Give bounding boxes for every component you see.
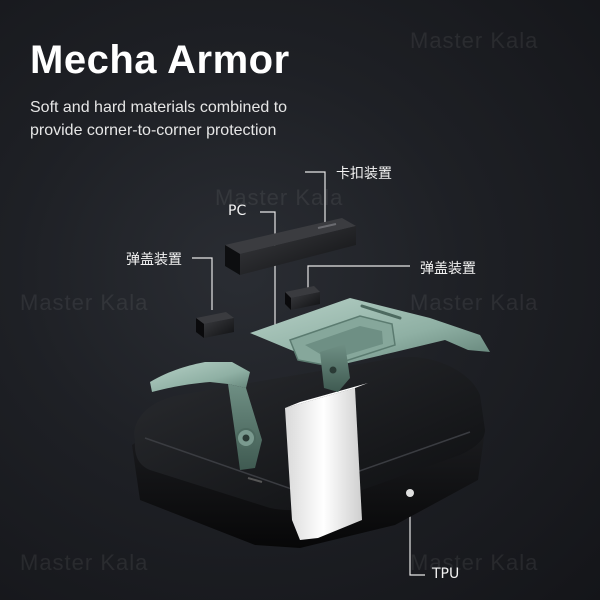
page-subtitle: Soft and hard materials combined to prov… [30, 96, 350, 142]
clip-device-mark [317, 223, 337, 229]
callout-line-spring-left [192, 257, 213, 310]
label-spring-cover-left: 弹盖装置 [126, 252, 182, 268]
spring-right-front [285, 292, 291, 310]
callout-line-pc [260, 211, 276, 335]
spring-left-front [196, 318, 204, 338]
pc-arm-top [150, 362, 250, 392]
clip-device [225, 218, 356, 275]
callout-line-spring-right [307, 265, 410, 290]
subtitle-line-2: provide corner-to-corner protection [30, 122, 277, 139]
spring-right-top [285, 286, 320, 298]
pc-plate-engraving [360, 304, 402, 320]
label-spring-cover-right: 弹盖装置 [420, 261, 476, 277]
label-tpu: TPU [432, 566, 460, 582]
watermark-mid-right: Master Kala [410, 290, 539, 315]
spring-left-side [204, 318, 234, 338]
clip-device-front [225, 245, 240, 275]
watermark-bottom-right: Master Kala [410, 550, 539, 575]
subtitle-line-1: Soft and hard materials combined to [30, 99, 288, 116]
white-shell-front [285, 388, 362, 540]
pc-arm-pivot-hole [242, 434, 250, 442]
spring-right-side [291, 292, 320, 310]
spring-left-top [196, 312, 234, 324]
spring-cover-left-block [196, 312, 234, 338]
tpu-case-button [406, 489, 414, 497]
tpu-case-side [132, 430, 485, 548]
spring-cover-right-block [285, 286, 320, 310]
watermark-top-right: Master Kala [410, 28, 539, 53]
callout-lines [192, 171, 425, 576]
white-inner-shell [285, 383, 368, 540]
pc-arm-leg [228, 384, 262, 470]
clip-device-side [240, 226, 356, 275]
pc-armor-left-arm [150, 362, 262, 470]
pc-armor-plate [250, 298, 490, 392]
label-pc: PC [228, 203, 247, 219]
callout-line-tpu [409, 490, 425, 576]
callout-line-clip [305, 171, 326, 228]
label-clip-device: 卡扣装置 [336, 166, 392, 182]
watermark-upper-center: Master Kala [215, 185, 344, 210]
white-shell-top [285, 383, 368, 408]
watermark-bottom-left: Master Kala [20, 550, 149, 575]
pc-plate-hook-pin [329, 366, 337, 374]
watermark-mid-left: Master Kala [20, 290, 149, 315]
page-title: Mecha Armor [30, 38, 290, 82]
tpu-case-led [247, 477, 263, 483]
